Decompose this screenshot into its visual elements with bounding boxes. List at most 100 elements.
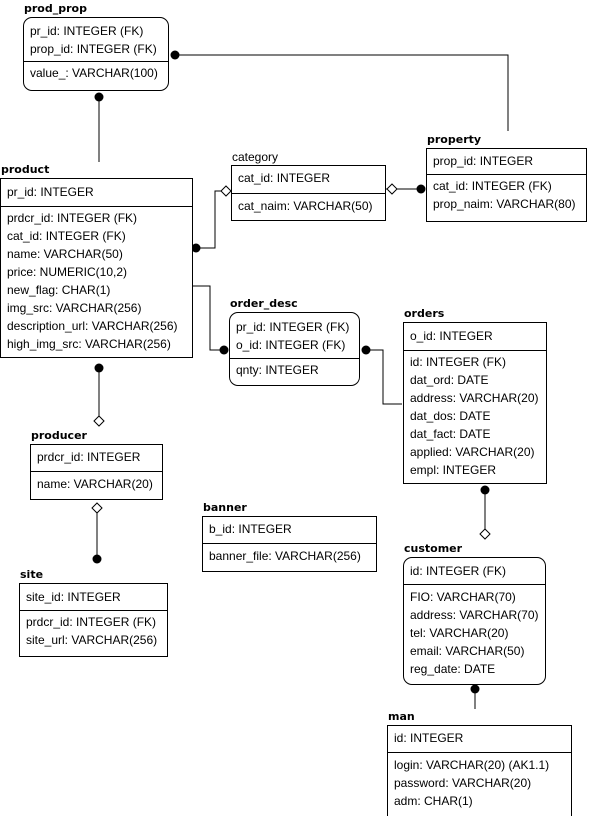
attribute: password: VARCHAR(20) xyxy=(394,776,532,790)
rel-product-orderdesc xyxy=(193,285,223,351)
attribute: new_flag: CHAR(1) xyxy=(7,283,111,297)
rel-end-diamond xyxy=(91,502,103,514)
attribute: img_src: VARCHAR(256) xyxy=(7,301,142,315)
attribute: login: VARCHAR(20) (AK1.1) xyxy=(394,758,550,772)
rel-end-diamond xyxy=(386,183,398,195)
attribute: cat_id: INTEGER (FK) xyxy=(7,229,126,243)
attribute: site_url: VARCHAR(256) xyxy=(26,633,158,647)
entity-attr-section: banner_file: VARCHAR(256) xyxy=(203,544,376,565)
entity-key-section: prop_id: INTEGER xyxy=(427,149,586,175)
rel-end-dot xyxy=(94,92,104,102)
rel-end-dot xyxy=(94,363,104,373)
rel-end-diamond xyxy=(479,528,491,540)
entity-title-orders: orders xyxy=(404,307,445,320)
entity-key-section: prdcr_id: INTEGER xyxy=(31,445,162,472)
entity-man[interactable]: id: INTEGER login: VARCHAR(20) (AK1.1) p… xyxy=(387,725,572,816)
entity-prod-prop[interactable]: pr_id: INTEGER (FK) prop_id: INTEGER (FK… xyxy=(23,17,169,91)
attribute: address: VARCHAR(70) xyxy=(410,608,539,622)
entity-title-banner: banner xyxy=(203,501,247,514)
entity-title-prod-prop: prod_prop xyxy=(24,2,87,15)
attribute: banner_file: VARCHAR(256) xyxy=(209,549,361,563)
attribute: price: NUMERIC(10,2) xyxy=(7,265,128,279)
rel-end-diamond xyxy=(93,415,105,427)
attribute: dat_dos: DATE xyxy=(410,409,491,423)
rel-orderdesc-orders xyxy=(366,349,402,405)
entity-site[interactable]: site_id: INTEGER prdcr_id: INTEGER (FK) … xyxy=(19,583,168,657)
entity-key-section: id: INTEGER (FK) xyxy=(404,558,545,585)
attribute: prdcr_id: INTEGER (FK) xyxy=(26,615,157,629)
attribute: o_id: INTEGER (FK) xyxy=(236,338,346,352)
entity-title-man: man xyxy=(388,710,415,723)
entity-attr-section: cat_naim: VARCHAR(50) xyxy=(232,194,385,215)
attribute: prdcr_id: INTEGER xyxy=(37,450,141,464)
attribute: cat_id: INTEGER xyxy=(238,171,331,185)
entity-banner[interactable]: b_id: INTEGER banner_file: VARCHAR(256) xyxy=(202,516,377,572)
attribute: high_img_src: VARCHAR(256) xyxy=(7,337,171,351)
attribute: b_id: INTEGER xyxy=(209,522,292,536)
attribute: prdcr_id: INTEGER (FK) xyxy=(7,211,138,225)
attribute: address: VARCHAR(20) xyxy=(410,391,539,405)
rel-end-dot xyxy=(416,184,426,194)
attribute: dat_ord: DATE xyxy=(410,373,489,387)
entity-producer[interactable]: prdcr_id: INTEGER name: VARCHAR(20) xyxy=(30,444,163,500)
entity-attr-section: id: INTEGER (FK) dat_ord: DATE address: … xyxy=(404,351,546,479)
attribute: dat_fact: DATE xyxy=(410,427,491,441)
entity-attr-section: prdcr_id: INTEGER (FK) site_url: VARCHAR… xyxy=(20,611,167,649)
attribute: tel: VARCHAR(20) xyxy=(410,626,509,640)
entity-attr-section: qnty: INTEGER xyxy=(230,359,359,379)
attribute: qnty: INTEGER xyxy=(236,363,319,377)
rel-end-dot xyxy=(92,554,102,564)
entity-attr-section: login: VARCHAR(20) (AK1.1) password: VAR… xyxy=(388,753,571,810)
attribute: email: VARCHAR(50) xyxy=(410,644,525,658)
entity-title-customer: customer xyxy=(404,542,463,555)
rel-prodprop-property xyxy=(175,54,509,131)
attribute: cat_naim: VARCHAR(50) xyxy=(238,199,373,213)
entity-attr-section: name: VARCHAR(20) xyxy=(31,472,162,493)
entity-key-section: pr_id: INTEGER (FK) prop_id: INTEGER (FK… xyxy=(24,18,168,62)
entity-category[interactable]: cat_id: INTEGER cat_naim: VARCHAR(50) xyxy=(231,165,386,221)
attribute: reg_date: DATE xyxy=(410,662,496,676)
entity-title-product: product xyxy=(1,163,50,176)
attribute: site_id: INTEGER xyxy=(26,590,121,604)
entity-key-section: o_id: INTEGER xyxy=(404,323,546,351)
entity-title-order-desc: order_desc xyxy=(230,297,298,310)
rel-end-dot xyxy=(219,345,229,355)
entity-key-section: pr_id: INTEGER xyxy=(1,179,192,207)
attribute: FIO: VARCHAR(70) xyxy=(410,590,516,604)
entity-title-category: category xyxy=(232,150,279,164)
entity-key-section: pr_id: INTEGER (FK) o_id: INTEGER (FK) xyxy=(230,313,359,359)
rel-end-dot xyxy=(170,50,180,60)
entity-customer[interactable]: id: INTEGER (FK) FIO: VARCHAR(70) addres… xyxy=(403,557,546,685)
attribute: id: INTEGER xyxy=(394,731,464,745)
attribute: prop_id: INTEGER xyxy=(433,154,534,168)
attribute: cat_id: INTEGER (FK) xyxy=(433,179,552,193)
attribute: name: VARCHAR(50) xyxy=(7,247,123,261)
attribute: adm: CHAR(1) xyxy=(394,794,473,808)
entity-product[interactable]: pr_id: INTEGER prdcr_id: INTEGER (FK) ca… xyxy=(0,178,193,358)
attribute: pr_id: INTEGER (FK) xyxy=(236,320,350,334)
entity-key-section: cat_id: INTEGER xyxy=(232,166,385,194)
attribute: id: INTEGER (FK) xyxy=(410,355,507,369)
entity-title-producer: producer xyxy=(31,429,87,442)
rel-end-dot xyxy=(361,345,371,355)
entity-key-section: id: INTEGER xyxy=(388,726,571,753)
entity-property[interactable]: prop_id: INTEGER cat_id: INTEGER (FK) pr… xyxy=(426,148,587,222)
attribute: o_id: INTEGER xyxy=(410,329,493,343)
rel-end-dot xyxy=(470,684,480,694)
entity-key-section: site_id: INTEGER xyxy=(20,584,167,611)
entity-title-property: property xyxy=(427,133,482,146)
entity-key-section: b_id: INTEGER xyxy=(203,517,376,544)
entity-title-site: site xyxy=(20,568,44,581)
entity-order-desc[interactable]: pr_id: INTEGER (FK) o_id: INTEGER (FK) q… xyxy=(229,312,360,386)
entity-attr-section: FIO: VARCHAR(70) address: VARCHAR(70) te… xyxy=(404,585,545,678)
attribute: applied: VARCHAR(20) xyxy=(410,445,535,459)
rel-end-dot xyxy=(191,243,201,253)
attribute: prop_id: INTEGER (FK) xyxy=(30,42,157,56)
entity-attr-section: value_: VARCHAR(100) xyxy=(24,62,168,82)
attribute: description_url: VARCHAR(256) xyxy=(7,319,178,333)
entity-attr-section: prdcr_id: INTEGER (FK) cat_id: INTEGER (… xyxy=(1,207,192,353)
entity-orders[interactable]: o_id: INTEGER id: INTEGER (FK) dat_ord: … xyxy=(403,322,547,484)
attribute: name: VARCHAR(20) xyxy=(37,477,153,491)
attribute: empl: INTEGER xyxy=(410,463,497,477)
